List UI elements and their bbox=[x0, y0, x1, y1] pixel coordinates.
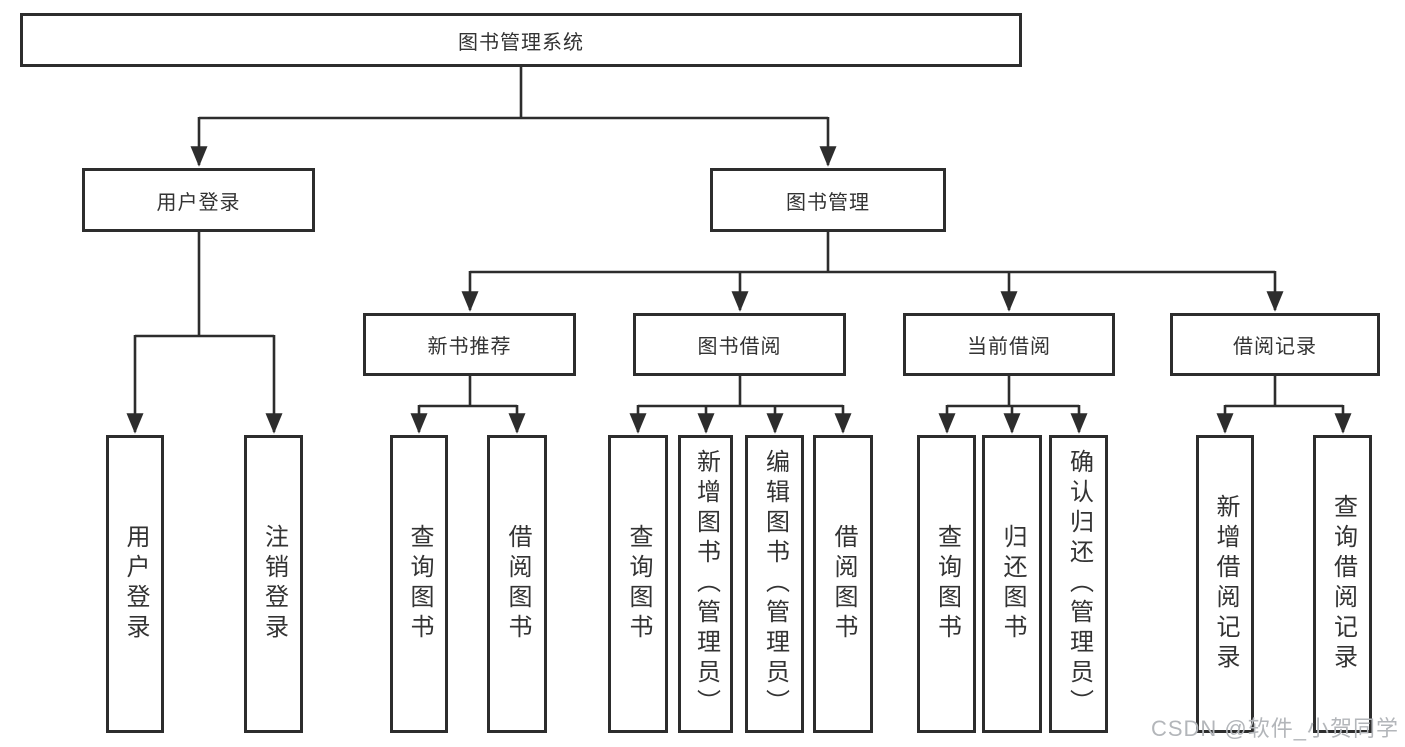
connector-new-book-children bbox=[410, 375, 526, 434]
leaf-label: 用户登录 bbox=[122, 524, 149, 644]
csdn-watermark: CSDN @软件_小贺同学 bbox=[1150, 716, 1399, 741]
leaf-label: 新增图书（管理员） bbox=[692, 449, 720, 719]
leaf-borrow-books-recommend: 借阅图书 bbox=[487, 435, 547, 733]
leaf-label: 借阅图书 bbox=[830, 524, 857, 644]
connector-book-borrow-children bbox=[629, 375, 852, 434]
node-book-management: 图书管理 bbox=[710, 168, 946, 232]
node-borrow-records: 借阅记录 bbox=[1170, 313, 1380, 376]
leaf-query-books-recommend: 查询图书 bbox=[390, 435, 448, 733]
leaf-label: 借阅图书 bbox=[504, 524, 531, 644]
leaf-return-books: 归还图书 bbox=[982, 435, 1042, 733]
leaf-label: 归还图书 bbox=[999, 524, 1026, 644]
leaf-query-books-borrow: 查询图书 bbox=[608, 435, 668, 733]
leaf-query-borrow-record: 查询借阅记录 bbox=[1313, 435, 1372, 733]
leaf-logout: 注销登录 bbox=[244, 435, 303, 733]
leaf-label: 注销登录 bbox=[260, 524, 288, 644]
connector-book-mgmt-children bbox=[461, 231, 1284, 312]
connector-current-borrow-children bbox=[938, 375, 1088, 434]
leaf-query-books-current: 查询图书 bbox=[917, 435, 976, 733]
leaf-user-login: 用户登录 bbox=[106, 435, 164, 733]
node-user-login: 用户登录 bbox=[82, 168, 315, 232]
leaf-add-books-admin: 新增图书（管理员） bbox=[678, 435, 733, 733]
leaf-edit-books-admin: 编辑图书（管理员） bbox=[745, 435, 804, 733]
leaf-label: 查询图书 bbox=[933, 524, 961, 644]
connector-borrow-records-children bbox=[1216, 375, 1352, 434]
node-book-borrowing: 图书借阅 bbox=[633, 313, 846, 376]
node-current-borrowing: 当前借阅 bbox=[903, 313, 1115, 376]
leaf-add-borrow-record: 新增借阅记录 bbox=[1196, 435, 1254, 733]
leaf-confirm-return-admin: 确认归还（管理员） bbox=[1049, 435, 1108, 733]
leaf-label: 新增借阅记录 bbox=[1212, 494, 1239, 674]
connector-user-login-children bbox=[126, 231, 283, 434]
node-new-book-recommend: 新书推荐 bbox=[363, 313, 576, 376]
leaf-borrow-books: 借阅图书 bbox=[813, 435, 873, 733]
leaf-label: 查询借阅记录 bbox=[1329, 494, 1357, 674]
leaf-label: 确认归还（管理员） bbox=[1065, 449, 1093, 719]
leaf-label: 查询图书 bbox=[406, 524, 433, 644]
leaf-label: 编辑图书（管理员） bbox=[761, 449, 789, 719]
node-library-system: 图书管理系统 bbox=[20, 13, 1022, 67]
connector-root-to-level2 bbox=[190, 66, 837, 167]
leaf-label: 查询图书 bbox=[625, 524, 652, 644]
